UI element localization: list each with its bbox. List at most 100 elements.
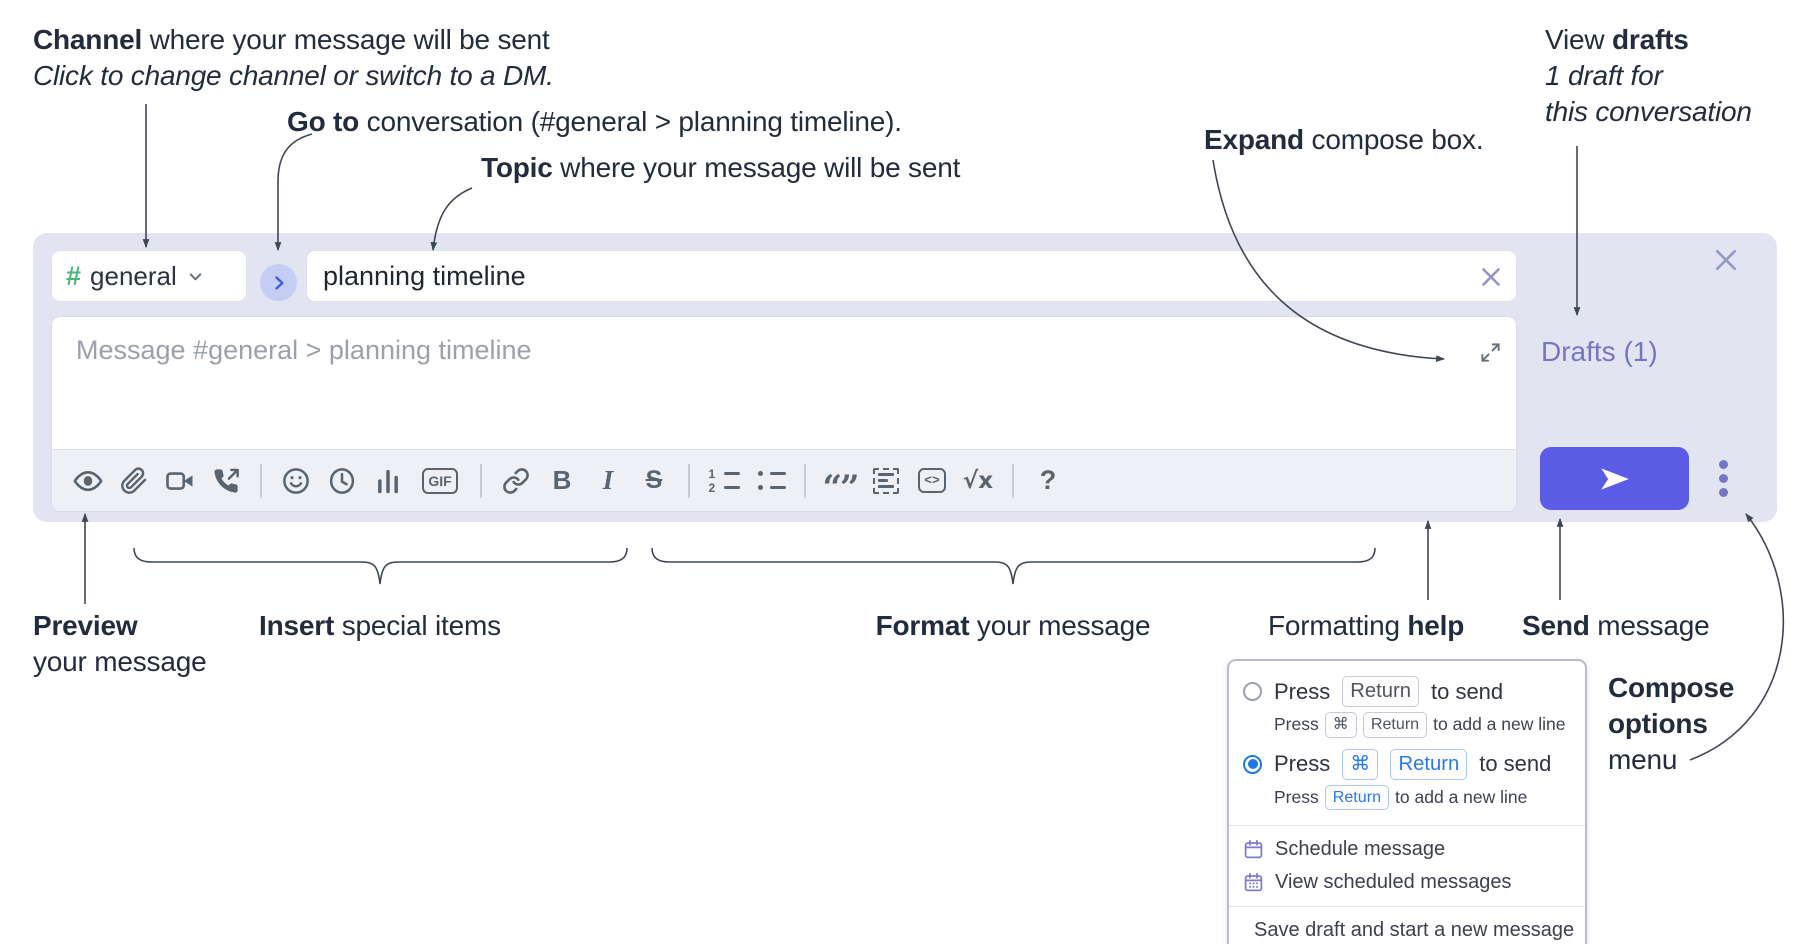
annotation-channel-bold: Channel	[33, 24, 143, 55]
message-input[interactable]	[52, 317, 1516, 449]
key-return: Return	[1390, 748, 1468, 780]
strikethrough-button[interactable]: S	[634, 461, 674, 501]
preview-button[interactable]	[68, 461, 108, 501]
bold-icon: B	[552, 465, 572, 495]
annotation-expand: Expand compose box.	[1204, 124, 1484, 155]
toolbar-divider	[688, 463, 690, 498]
menu-item-view-scheduled-messages[interactable]: View scheduled messages	[1229, 866, 1585, 899]
brace-insert	[133, 547, 628, 585]
math-icon: √x	[962, 467, 994, 494]
annotation-goto: Go to conversation (#general > planning …	[287, 106, 902, 137]
clock-icon	[329, 467, 355, 494]
annotation-channel: Channel where your message will be sent …	[33, 22, 554, 94]
italic-icon: I	[602, 465, 614, 495]
option-return-to-send[interactable]: Press Return to send	[1229, 673, 1585, 710]
bullet-list-button[interactable]	[750, 461, 790, 501]
x-icon	[1482, 268, 1500, 286]
channel-hash-icon: #	[66, 260, 82, 291]
topic-field	[306, 250, 1517, 302]
radio-unselected-icon[interactable]	[1243, 682, 1262, 702]
smiley-icon	[283, 467, 309, 494]
option-return-to-send-hint: Press ⌘ Return to add a new line	[1229, 710, 1585, 745]
bullet-list-icon	[755, 468, 786, 494]
topic-clear-button[interactable]	[1478, 264, 1504, 290]
compose-close-button[interactable]	[1711, 245, 1741, 275]
strikethrough-icon: S	[645, 466, 663, 494]
spoiler-button[interactable]	[866, 461, 906, 501]
gif-button[interactable]: GIF	[414, 461, 466, 501]
math-button[interactable]: √x	[958, 461, 998, 501]
message-formatting-help-button[interactable]: ?	[1028, 461, 1068, 501]
channel-selector[interactable]: # general	[51, 250, 247, 302]
annotation-channel-line2: Click to change channel or switch to a D…	[33, 60, 554, 91]
menu-item-schedule-message[interactable]: Schedule message	[1229, 833, 1585, 866]
annotation-view-drafts: View drafts 1 draft for this conversatio…	[1545, 24, 1752, 127]
message-block: GIF B I S	[51, 316, 1517, 512]
chevron-down-icon	[189, 272, 202, 280]
toolbar-divider	[1012, 463, 1014, 498]
key-return: Return	[1342, 676, 1419, 708]
compose-options-menu: Press Return to send Press ⌘ Return to a…	[1227, 659, 1587, 944]
close-icon	[1715, 249, 1737, 271]
compose-box: # general	[33, 233, 1777, 522]
goto-conversation-button[interactable]	[260, 264, 297, 301]
audio-call-button[interactable]	[206, 461, 246, 501]
drafts-link[interactable]: Drafts (1)	[1541, 336, 1658, 367]
quote-button[interactable]: “”	[820, 461, 860, 508]
annotation-insert: Insert special items	[259, 610, 501, 641]
annotation-send: Send message	[1522, 610, 1710, 641]
option-cmd-return-to-send[interactable]: Press ⌘ Return to send	[1229, 746, 1585, 783]
radio-selected-icon[interactable]	[1243, 754, 1262, 774]
video-camera-icon	[166, 471, 193, 490]
eye-icon	[73, 470, 103, 491]
attach-file-button[interactable]	[114, 461, 154, 501]
key-return: Return	[1324, 784, 1390, 811]
numbered-list-button[interactable]: 1 2	[704, 461, 744, 501]
code-button[interactable]: <>	[912, 461, 952, 501]
calendar-grid-icon	[1244, 873, 1263, 892]
gif-icon: GIF	[422, 467, 458, 494]
compose-toolbar: GIF B I S	[52, 449, 1516, 511]
key-cmd: ⌘	[1324, 712, 1357, 738]
key-return: Return	[1362, 712, 1428, 738]
calendar-icon	[1244, 840, 1263, 859]
paperclip-icon	[121, 466, 147, 494]
annotation-preview: Preview your message	[33, 610, 207, 677]
send-button[interactable]	[1540, 447, 1689, 510]
send-icon	[1600, 467, 1629, 490]
link-button[interactable]	[496, 461, 536, 501]
option-cmd-return-to-send-hint: Press Return to add a new line	[1229, 783, 1585, 818]
toolbar-divider	[260, 463, 262, 498]
annotation-format: Format your message	[875, 610, 1151, 641]
expand-icon	[1481, 343, 1500, 362]
code-icon: <>	[918, 468, 946, 493]
annotation-formatting-help: Formatting help	[1268, 610, 1465, 641]
menu-divider	[1229, 825, 1585, 827]
emoji-button[interactable]	[276, 461, 316, 501]
compose-options-button[interactable]	[1719, 460, 1728, 497]
quote-icon: “”	[822, 467, 859, 508]
expand-compose-button[interactable]	[1479, 341, 1502, 364]
numbered-list-icon: 1 2	[709, 468, 740, 494]
key-cmd: ⌘	[1342, 748, 1379, 780]
annotation-topic: Topic where your message will be sent	[481, 152, 961, 183]
video-call-button[interactable]	[160, 461, 200, 501]
spoiler-icon	[873, 467, 899, 494]
global-time-button[interactable]	[322, 461, 362, 501]
annotation-compose-options: Compose options menu	[1608, 672, 1735, 775]
kebab-dots-icon	[1719, 460, 1728, 469]
toolbar-divider	[480, 463, 482, 498]
italic-button[interactable]: I	[588, 461, 628, 501]
phone-outgoing-icon	[214, 468, 239, 493]
menu-item-save-draft[interactable]: Save draft and start a new message	[1229, 914, 1585, 944]
toolbar-divider	[804, 463, 806, 498]
topic-input[interactable]	[307, 251, 1516, 301]
question-icon: ?	[1039, 465, 1057, 495]
bold-button[interactable]: B	[542, 461, 582, 501]
brace-format	[651, 547, 1376, 585]
link-icon	[503, 467, 529, 494]
poll-button[interactable]	[368, 461, 408, 501]
channel-name: general	[90, 260, 177, 291]
chevron-right-icon	[274, 275, 284, 290]
